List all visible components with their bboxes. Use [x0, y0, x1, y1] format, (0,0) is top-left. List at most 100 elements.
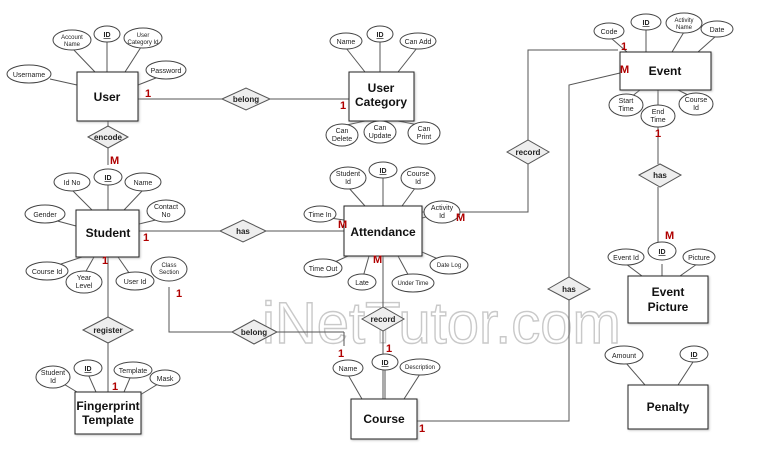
- card-event-has: 1: [655, 128, 661, 140]
- entity-student: Student: [75, 209, 140, 258]
- attr-attendance-date-log: Date Log: [437, 263, 461, 269]
- attr-fingerprint-id: ID: [85, 366, 92, 373]
- attr-category-can-delete-line2: Delete: [332, 136, 352, 143]
- entity-course: Course: [350, 398, 418, 440]
- relationship-has-course-label: has: [562, 285, 576, 294]
- attr-event-end-time-line2: Time: [650, 117, 665, 124]
- attr-user-category-id-line1: User: [137, 33, 150, 39]
- entity-attendance: Attendance: [343, 205, 423, 257]
- entity-penalty: Penalty: [627, 384, 709, 430]
- attr-event-end-time-line1: End: [652, 109, 665, 116]
- card-event-record: M: [620, 64, 629, 76]
- attr-user-category-id-line2: Category Id: [127, 40, 158, 46]
- attr-student-user-id: User Id: [124, 279, 147, 286]
- attr-penalty-id: ID: [691, 352, 698, 359]
- entity-attendance-label: Attendance: [350, 225, 416, 239]
- card-course-belong: 1: [338, 348, 344, 360]
- attr-category-can-add: Can Add: [405, 39, 432, 46]
- attr-fingerprint-student-id-line1: Student: [41, 370, 65, 377]
- relationship-has-event: has: [637, 163, 683, 188]
- entity-user: User: [76, 71, 139, 122]
- attr-event-activity-name-line1: Activity: [674, 18, 693, 24]
- attr-event-course-id-line1: Course: [685, 97, 708, 104]
- entity-user-category-label-line1: User: [368, 81, 395, 95]
- attr-user-account-name-line1: Account: [61, 35, 83, 41]
- relationship-register: register: [81, 316, 135, 344]
- entity-course-label: Course: [363, 412, 405, 426]
- relationship-record-event: record: [505, 139, 551, 165]
- attr-attendance-activity-id-line2: Id: [439, 213, 445, 220]
- attr-attendance-activity-id-line1: Activity: [431, 205, 454, 212]
- card-picture-has: M: [665, 230, 674, 242]
- connector-lines: [48, 30, 717, 422]
- attr-event-start-time-line1: Start: [619, 98, 634, 105]
- card-user-belong: 1: [145, 88, 151, 100]
- attr-student-id: ID: [105, 175, 112, 182]
- entity-penalty-label: Penalty: [647, 400, 690, 414]
- attr-event-code: Code: [601, 29, 618, 36]
- entity-user-label: User: [94, 90, 121, 104]
- entity-event-picture-label-line2: Picture: [648, 300, 689, 314]
- relationship-belong-course-label: belong: [241, 328, 267, 337]
- attr-category-can-print-line2: Print: [417, 134, 431, 141]
- attribute-ellipses: [6, 12, 734, 389]
- attr-fingerprint-template: Template: [119, 368, 148, 375]
- card-attendance-record2: M: [373, 254, 382, 266]
- attr-student-contact-no-line1: Contact: [154, 204, 178, 211]
- attr-attendance-under-time: Under Time: [397, 281, 429, 287]
- relationship-encode: encode: [86, 125, 130, 149]
- relationship-has-event-label: has: [653, 171, 667, 180]
- relationship-has-student-label: has: [236, 227, 250, 236]
- relationship-record-course: record: [360, 306, 406, 332]
- attr-event-start-time-line2: Time: [618, 106, 633, 113]
- attr-student-gender: Gender: [33, 212, 57, 219]
- card-event-code: 1: [621, 41, 627, 53]
- attr-attendance-student-id-line1: Student: [336, 171, 360, 178]
- attr-attendance-time-in: Time In: [308, 212, 331, 219]
- attr-student-year-level-line1: Year: [77, 275, 92, 282]
- attr-course-description: Description: [405, 365, 435, 371]
- relationship-has-course: has: [546, 276, 592, 301]
- attr-attendance-course-id-line2: Id: [415, 179, 421, 186]
- card-category-belong: 1: [340, 100, 346, 112]
- entity-fingerprint-label-line1: Fingerprint: [76, 399, 139, 413]
- card-student-encode: M: [110, 155, 119, 167]
- attr-student-contact-no-line2: No: [162, 212, 171, 219]
- relationship-record-event-label: record: [516, 148, 541, 157]
- attr-attendance-id: ID: [380, 168, 387, 175]
- relationship-has-student: has: [218, 219, 268, 243]
- watermark-text: iNetTutor.com: [262, 291, 621, 356]
- attr-course-name: Name: [339, 366, 358, 373]
- relationship-record-course-label: record: [371, 315, 396, 324]
- attr-attendance-student-id-line2: Id: [345, 179, 351, 186]
- entity-event: Event: [619, 51, 712, 91]
- attr-attendance-course-id-line1: Course: [407, 171, 430, 178]
- card-course-record: 1: [386, 343, 392, 355]
- card-class-section: 1: [176, 288, 182, 300]
- attr-student-name: Name: [134, 180, 153, 187]
- relationship-belong-course: belong: [230, 319, 279, 345]
- card-student-register: 1: [102, 255, 108, 267]
- card-student-has: 1: [143, 232, 149, 244]
- attr-student-class-section-line1: Class: [161, 263, 176, 269]
- attr-category-name: Name: [337, 39, 356, 46]
- card-attendance-record: M: [456, 212, 465, 224]
- entity-event-picture-label-line1: Event: [652, 285, 685, 299]
- attr-event-course-id-line2: Id: [693, 105, 699, 112]
- attr-user-account-name-line2: Name: [64, 42, 81, 48]
- attr-category-id: ID: [377, 32, 384, 39]
- entity-event-picture: Event Picture: [627, 275, 709, 324]
- entity-fingerprint-label-line2: Template: [82, 413, 134, 427]
- entity-user-category-label-line2: Category: [355, 95, 407, 109]
- attr-fingerprint-student-id-line2: Id: [50, 378, 56, 385]
- attr-student-course-id: Course Id: [32, 269, 62, 276]
- entity-event-label: Event: [649, 64, 682, 78]
- attr-fingerprint-mask: Mask: [157, 376, 174, 383]
- relationship-encode-label: encode: [94, 133, 123, 142]
- attr-picture-picture: Picture: [688, 255, 710, 262]
- attr-category-can-print-line1: Can: [418, 126, 431, 133]
- attr-attendance-time-out: Time Out: [309, 266, 338, 273]
- attr-event-date: Date: [710, 27, 725, 34]
- attr-category-can-update-line1: Can: [374, 125, 387, 132]
